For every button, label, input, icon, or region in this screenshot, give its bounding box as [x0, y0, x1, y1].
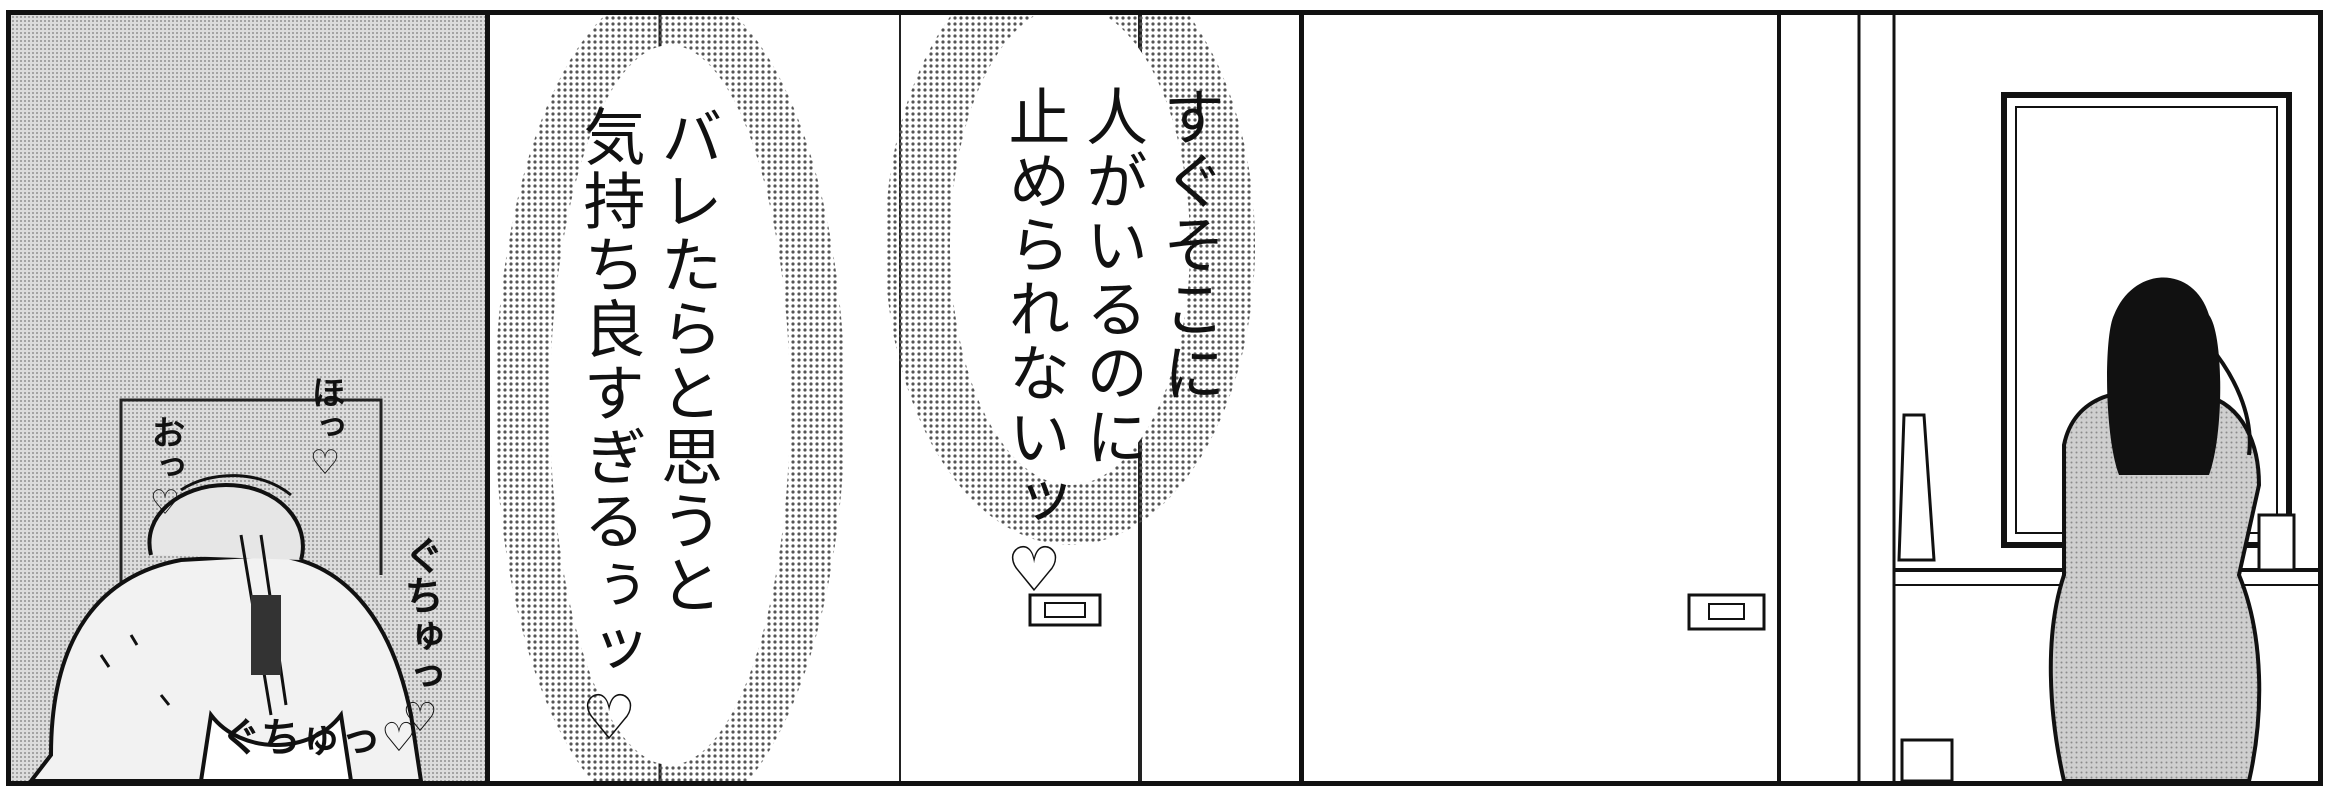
sfx-o: おっ♡ — [145, 415, 185, 523]
speech-balloon-right: すぐそこに 人がいるのに 止められないッ♡ — [997, 85, 1226, 608]
panel-2: バレたらと思うと 気持ち良すぎるぅッ♡ すぐそこに 人がいるのに 止められないッ… — [485, 10, 1305, 786]
sfx-guchu-lower: ぐちゅっ♡ — [221, 715, 417, 761]
panel-1-illustration — [28, 398, 424, 781]
sfx-ho: ほっ♡ — [305, 375, 345, 483]
panel-2-background — [495, 15, 1255, 781]
panel-3 — [1299, 10, 2323, 786]
sfx-guchu-upper: ぐちゅっ♡ — [397, 535, 443, 741]
speech-balloon-left: バレたらと思うと 気持ち良すぎるぅッ♡ — [572, 105, 724, 756]
panel-3-illustration — [1687, 15, 2318, 781]
panel-1: ほっ♡ おっ♡ ぐちゅっ♡ ぐちゅっ♡ — [6, 10, 491, 786]
